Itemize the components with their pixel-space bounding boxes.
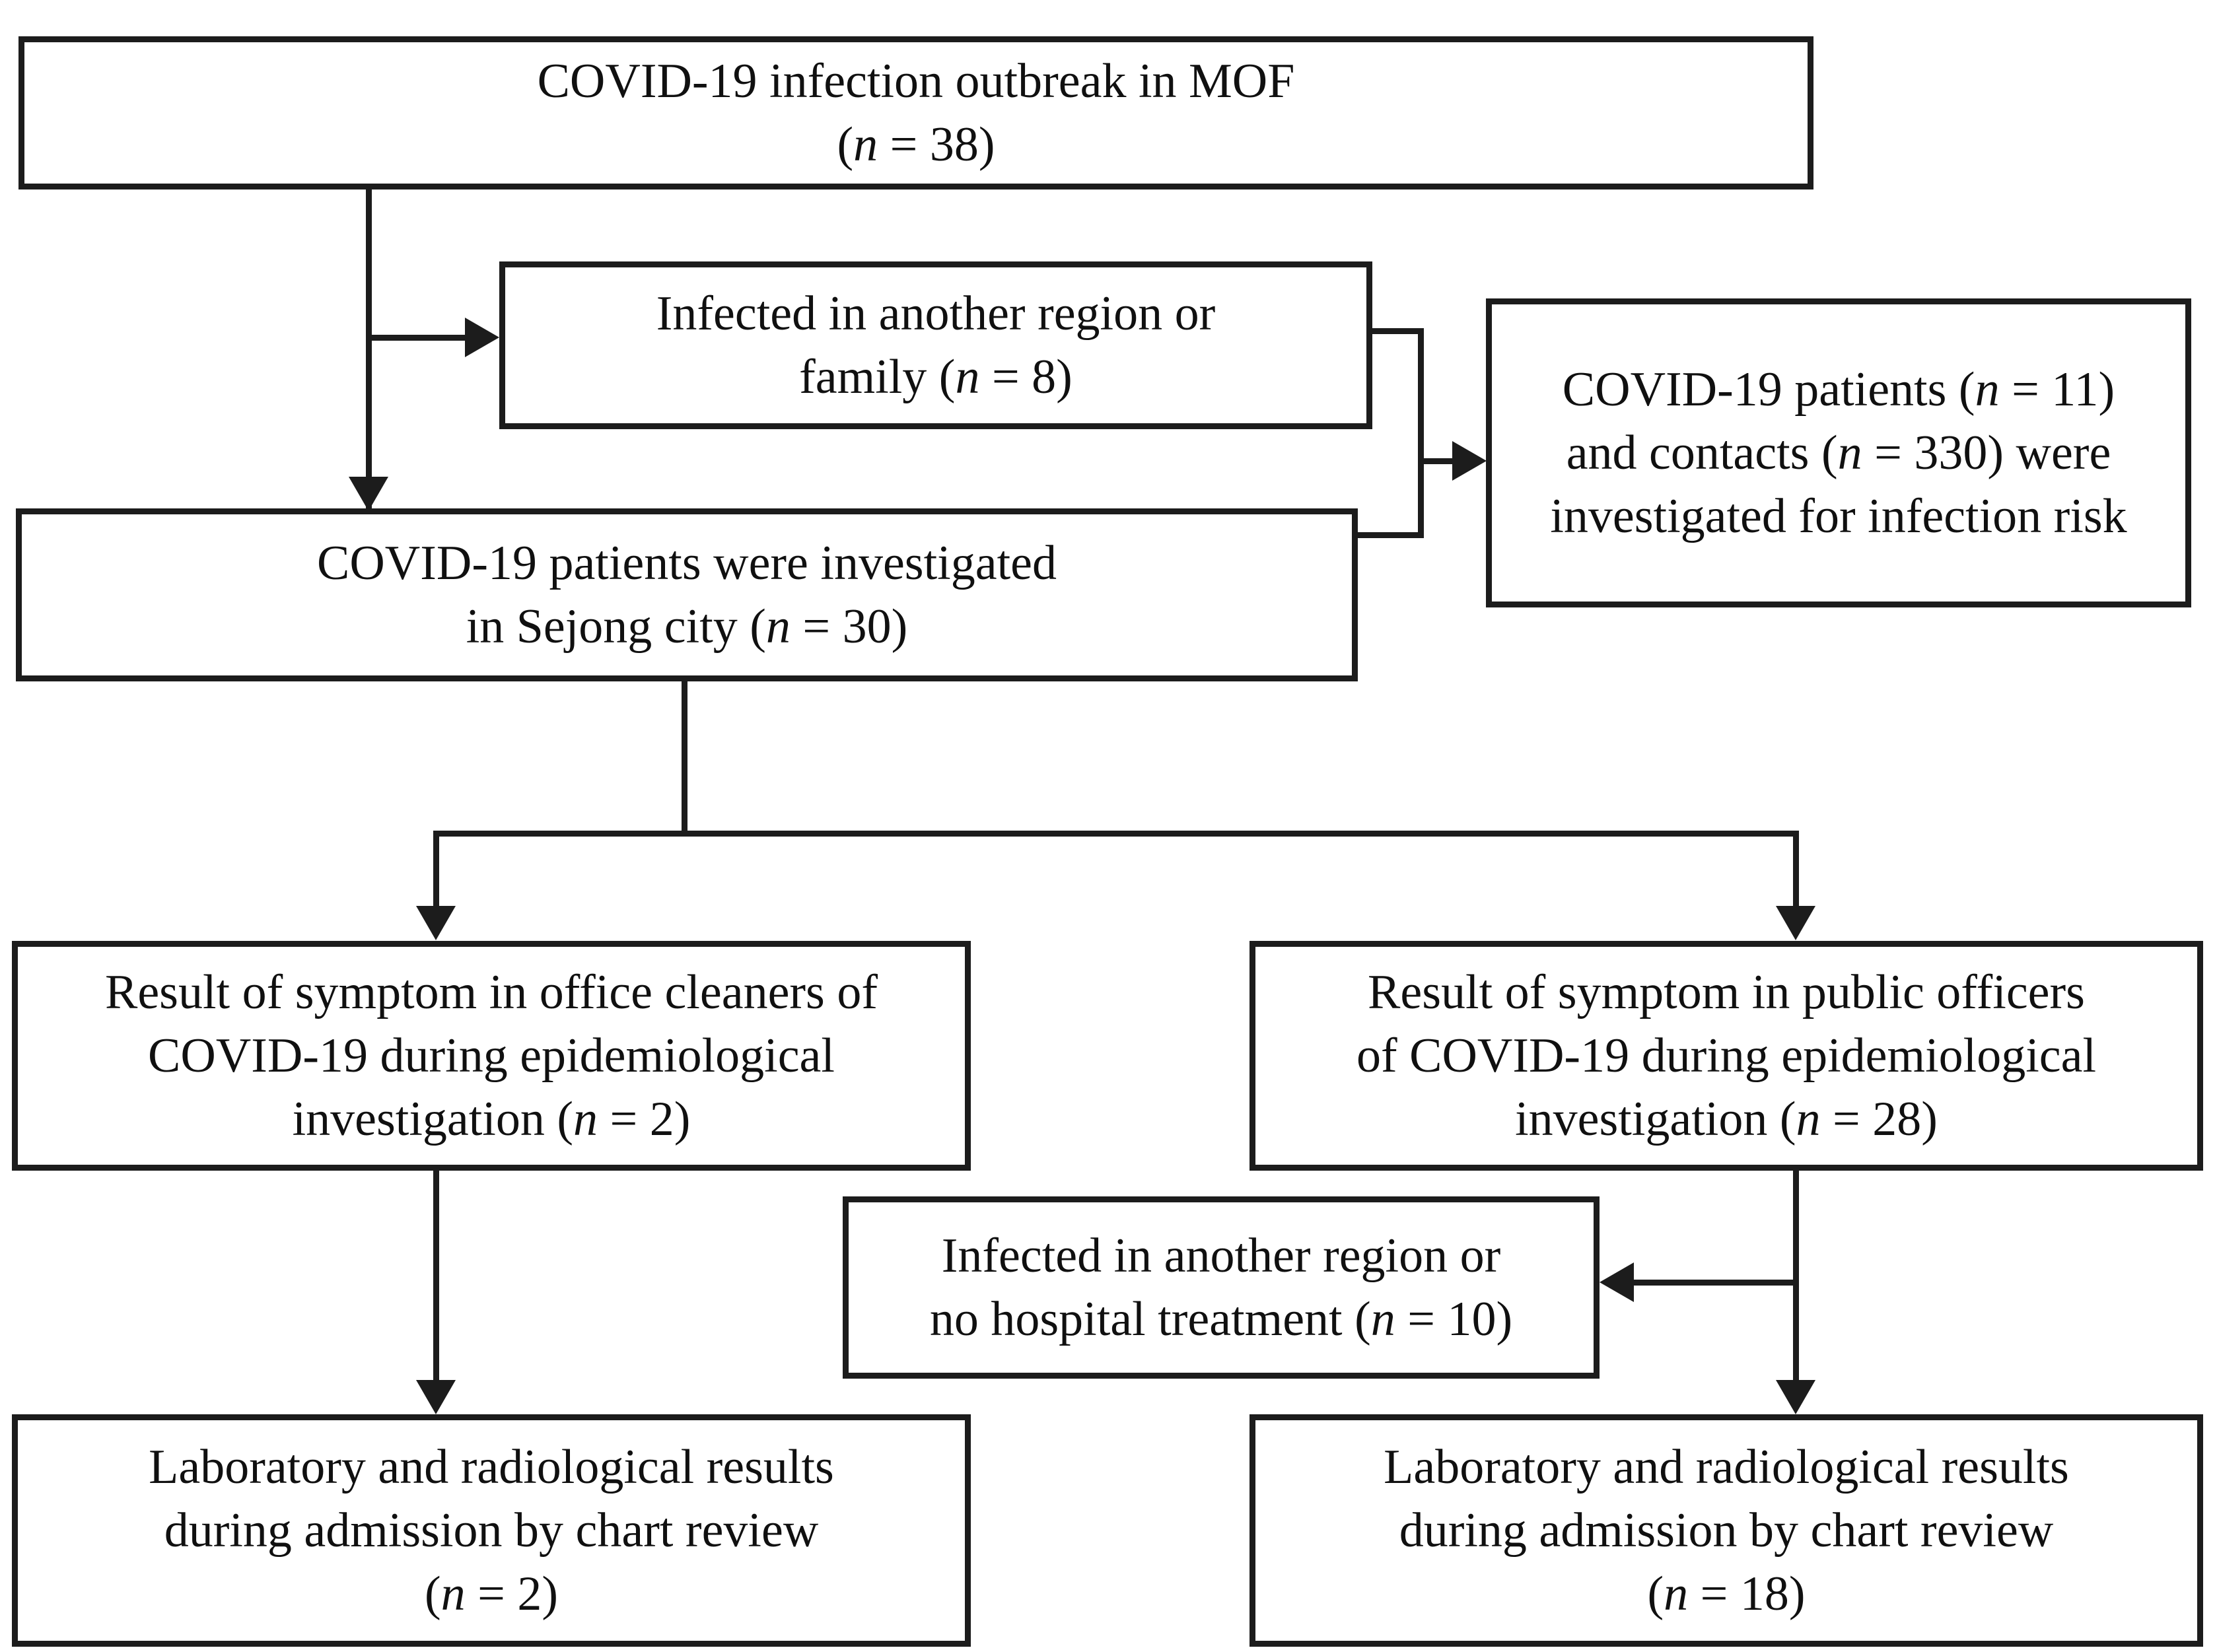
node-officers-line3: investigation (n = 28): [1515, 1092, 1938, 1147]
edge-officers-to-lab-right: [1793, 1171, 1799, 1381]
node-cleaners-line3: investigation (n = 2): [292, 1092, 691, 1147]
node-outbreak[interactable]: COVID-19 infection outbreak in MOF (n = …: [18, 36, 1813, 189]
node-lab-radiological-results-left[interactable]: Laboratory and radiological results duri…: [12, 1414, 971, 1647]
node-officers-line1: Result of symptom in public officers: [1368, 965, 2085, 1019]
node-officers-line2: of COVID-19 during epidemiological: [1356, 1028, 2097, 1083]
node-sejong-line1: COVID-19 patients were investigated: [317, 535, 1057, 590]
node-lab-left-line2: during admission by chart review: [164, 1503, 819, 1558]
node-contacts-line3: investigated for infection risk: [1550, 489, 2127, 544]
edge-sejong-split-bar: [433, 831, 1799, 837]
arrowhead-to-officers: [1776, 906, 1815, 940]
edge-merge-to-contacts: [1418, 458, 1459, 464]
edge-split-left-drop: [433, 831, 439, 911]
arrowhead-to-cleaners: [416, 906, 456, 940]
node-no-hospital-line1: Infected in another region or: [941, 1228, 1501, 1283]
arrowhead-to-sejong: [349, 477, 388, 511]
node-infected-in-another-region-or-family[interactable]: Infected in another region or family (n …: [499, 261, 1372, 429]
edge-infected-family-right: [1367, 328, 1424, 334]
edge-officers-to-no-hospital: [1634, 1280, 1796, 1286]
node-infected-family-line2: family (n = 8): [799, 350, 1073, 404]
edge-cleaners-to-lab-left: [433, 1171, 439, 1381]
node-lab-radiological-results-right[interactable]: Laboratory and radiological results duri…: [1249, 1414, 2203, 1647]
arrowhead-to-infected-family: [465, 318, 499, 357]
arrowhead-to-no-hospital: [1600, 1262, 1634, 1302]
edge-sejong-right: [1353, 532, 1424, 538]
edge-sejong-stem: [682, 681, 687, 836]
node-patients-and-contacts-investigated[interactable]: COVID-19 patients (n = 11) and contacts …: [1486, 298, 2191, 607]
node-lab-left-line1: Laboratory and radiological results: [149, 1439, 834, 1494]
edge-split-right-drop: [1793, 831, 1799, 911]
node-symptom-result-public-officers[interactable]: Result of symptom in public officers of …: [1249, 941, 2203, 1171]
edge-outbreak-to-infected-family: [366, 335, 465, 341]
node-patients-investigated-in-sejong[interactable]: COVID-19 patients were investigated in S…: [16, 508, 1358, 681]
arrowhead-to-lab-left: [416, 1380, 456, 1414]
arrowhead-to-lab-right: [1776, 1380, 1815, 1414]
node-outbreak-line1: COVID-19 infection outbreak in MOF: [537, 53, 1295, 108]
node-lab-right-line1: Laboratory and radiological results: [1384, 1439, 2069, 1494]
node-cleaners-line1: Result of symptom in office cleaners of: [104, 965, 878, 1019]
node-lab-right-line3: (n = 18): [1647, 1567, 1806, 1622]
node-lab-right-line2: during admission by chart review: [1399, 1503, 2054, 1558]
node-no-hospital-line2: no hospital treatment (n = 10): [929, 1292, 1513, 1346]
edge-outbreak-stem: [366, 189, 372, 513]
arrowhead-to-contacts: [1452, 441, 1487, 481]
node-symptom-result-office-cleaners[interactable]: Result of symptom in office cleaners of …: [12, 941, 971, 1171]
edge-merge-rail-vertical: [1418, 328, 1424, 538]
node-outbreak-line2: (n = 38): [837, 118, 995, 172]
node-lab-left-line3: (n = 2): [424, 1567, 559, 1622]
node-sejong-line2: in Sejong city (n = 30): [466, 600, 908, 654]
node-contacts-line1: COVID-19 patients (n = 11): [1562, 362, 2115, 417]
node-contacts-line2: and contacts (n = 330) were: [1566, 425, 2111, 480]
node-infected-family-line1: Infected in another region or: [656, 286, 1216, 341]
node-infected-another-region-or-no-hospital-treatment[interactable]: Infected in another region or no hospita…: [843, 1196, 1600, 1379]
node-cleaners-line2: COVID-19 during epidemiological: [148, 1028, 835, 1083]
